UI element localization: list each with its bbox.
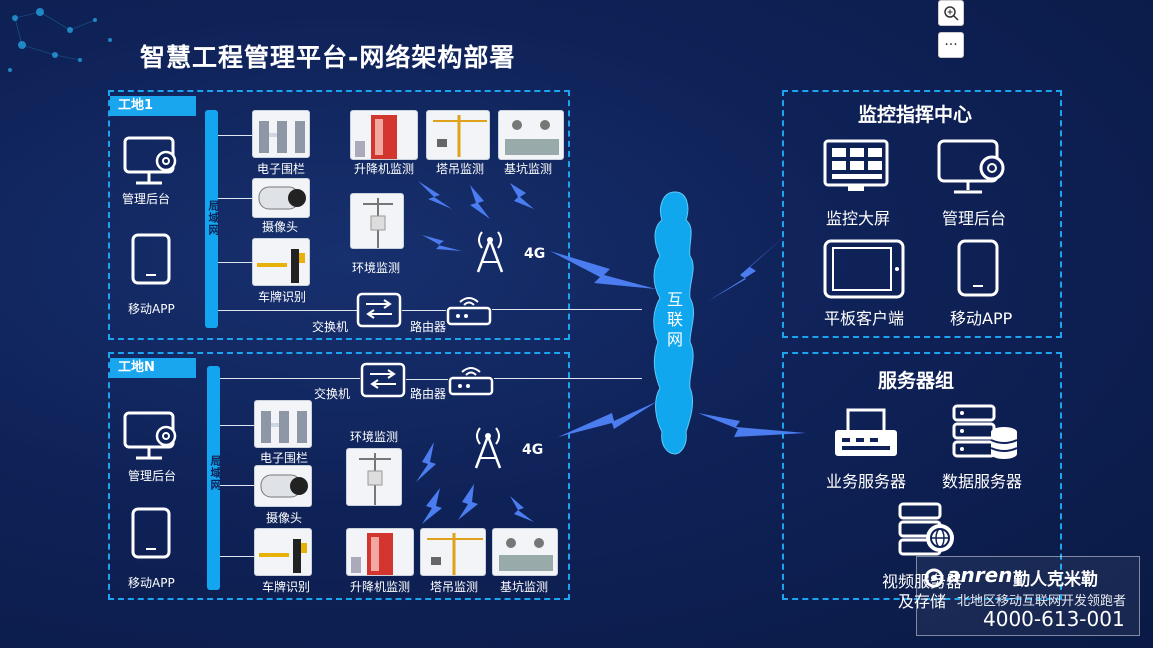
site1-switch-label: 交换机	[312, 320, 349, 334]
site1-lan-label: 局域网	[207, 200, 220, 236]
watermark-brand-cn: 勤人克米勒	[1013, 570, 1098, 590]
siteN-mobile-icon	[131, 507, 171, 559]
site1-fence-photo	[252, 110, 310, 158]
site1-admin-label: 管理后台	[122, 192, 171, 206]
watermark-phone: 4000-613-001	[983, 607, 1125, 631]
siteN-router-icon	[448, 367, 494, 396]
site1-pit-photo	[498, 110, 564, 160]
server-group-zone	[782, 352, 1062, 600]
siteN-lift-label: 升降机监测	[350, 580, 411, 594]
site1-crane-label: 塔吊监测	[436, 162, 485, 176]
tablet-icon	[823, 239, 905, 299]
siteN-env-photo	[346, 448, 402, 506]
siteN-lift-photo	[346, 528, 414, 576]
siteN-plate-label: 车牌识别	[262, 580, 311, 594]
monitor-wall-icon	[823, 139, 889, 191]
site1-4g-antenna-icon	[476, 231, 504, 273]
siteN-pit-photo	[492, 528, 558, 576]
siteN-router-label: 路由器	[410, 387, 447, 401]
command-center-title: 监控指挥中心	[858, 104, 973, 126]
site1-uplink-line	[492, 309, 642, 310]
data-server-label: 数据服务器	[942, 472, 1023, 491]
site1-lift-label: 升降机监测	[354, 162, 415, 176]
video-server-icon	[898, 502, 954, 556]
tablet-label: 平板客户端	[824, 309, 905, 328]
site1-wireless-bolts	[418, 181, 534, 251]
site1-zone	[108, 90, 570, 340]
zoom-button[interactable]	[938, 0, 964, 26]
site1-camera-photo	[252, 178, 310, 218]
more-options-button[interactable]: ···	[938, 32, 964, 58]
site1-pit-label: 基坑监测	[504, 162, 553, 176]
siteN-plate-photo	[254, 528, 312, 576]
site1-plate-photo	[252, 238, 310, 286]
siteN-fence-photo	[254, 400, 312, 448]
site1-switch-icon	[356, 292, 402, 328]
internet-cloud-icon	[653, 191, 695, 455]
siteN-camera-label: 摄像头	[266, 511, 303, 525]
site1-tag: 工地1	[110, 96, 196, 116]
business-server-label: 业务服务器	[826, 472, 907, 491]
site1-admin-icon	[123, 136, 177, 185]
site1-router-icon	[446, 297, 492, 326]
site1-plate-label: 车牌识别	[258, 290, 307, 304]
siteN-pit-label: 基坑监测	[500, 580, 549, 594]
siteN-switch-icon	[360, 362, 406, 398]
cc-admin-label: 管理后台	[942, 209, 1007, 228]
siteN-crane-label: 塔吊监测	[430, 580, 479, 594]
cc-mobile-label: 移动APP	[950, 309, 1013, 328]
siteN-switch-label: 交换机	[314, 387, 351, 401]
siteN-4g-antenna-icon	[474, 427, 502, 469]
site1-4g-label: 4G	[524, 246, 546, 262]
site1-camera-label: 摄像头	[262, 220, 299, 234]
watermark-box: anren 勤人克米勒 北地区移动互联网开发领跑者 4000-613-001	[916, 556, 1140, 636]
internet-label: 互联网	[666, 290, 683, 349]
siteN-4g-label: 4G	[522, 442, 544, 458]
zoom-in-icon	[944, 6, 959, 21]
site1-fence-label: 电子围栏	[257, 162, 306, 176]
video-server-label-2: 及存储	[898, 592, 947, 611]
siteN-mobile-label: 移动APP	[128, 576, 175, 590]
siteN-tag: 工地N	[110, 358, 196, 378]
watermark-brand-en: anren	[947, 563, 1013, 587]
site1-lan-bus	[205, 110, 218, 328]
monitor-wall-label: 监控大屏	[826, 209, 891, 228]
siteN-camera-photo	[254, 465, 312, 507]
siteN-crane-photo	[420, 528, 486, 576]
siteN-env-label: 环境监测	[350, 430, 399, 444]
watermark-slogan: 北地区移动互联网开发领跑者	[957, 594, 1127, 609]
brand-logo-icon	[924, 568, 944, 588]
siteN-lan-label: 局域网	[209, 455, 222, 491]
site1-lift-photo	[350, 110, 418, 160]
server-group-title: 服务器组	[878, 370, 955, 392]
page-title: 智慧工程管理平台-网络架构部署	[140, 43, 516, 72]
siteN-lan-bus	[207, 366, 220, 590]
siteN-admin-icon	[123, 411, 177, 460]
siteN-fence-label: 电子围栏	[260, 451, 309, 465]
siteN-uplink-line	[494, 378, 642, 379]
cc-admin-icon	[937, 139, 1005, 194]
cc-mobile-icon	[957, 239, 999, 297]
site1-env-photo	[350, 193, 404, 249]
decorative-network-graphic	[8, 8, 112, 72]
siteN-wireless-bolts	[416, 442, 534, 524]
site1-crane-photo	[426, 110, 490, 160]
site1-mobile-icon	[131, 233, 171, 285]
site1-env-label: 环境监测	[352, 261, 401, 275]
command-center-zone	[782, 90, 1062, 338]
site1-mobile-label: 移动APP	[128, 302, 175, 316]
siteN-admin-label: 管理后台	[128, 469, 177, 483]
internet-wireless-bolts	[550, 235, 806, 437]
business-server-icon	[835, 408, 897, 456]
data-server-icon	[952, 404, 1018, 459]
siteN-zone	[108, 352, 570, 600]
site1-router-label: 路由器	[410, 320, 447, 334]
